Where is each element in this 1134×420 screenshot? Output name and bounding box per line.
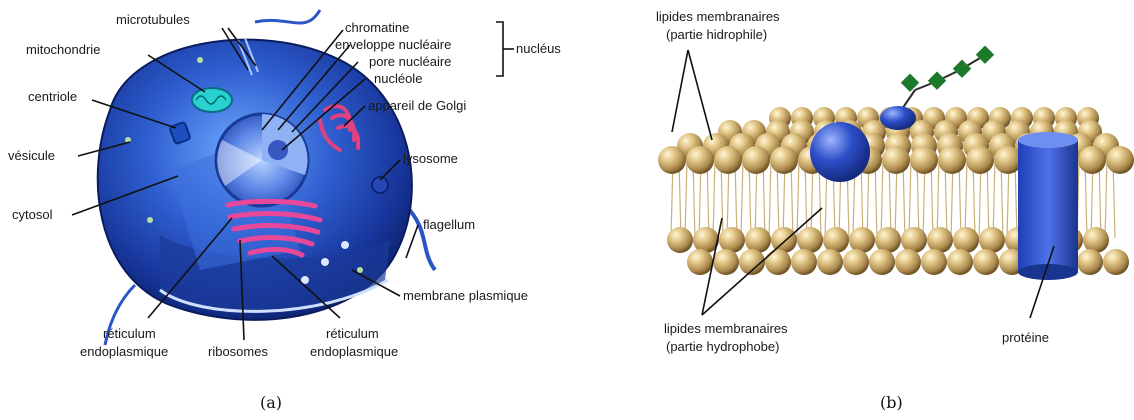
lipid-head [658, 146, 686, 174]
label-flagellum: flagellum [423, 217, 475, 232]
lipid-head [791, 249, 817, 275]
lipid-head [921, 249, 947, 275]
label-nucleus: nucléus [516, 41, 561, 56]
panel-a: microtubules mitochondrie centriole vési… [8, 10, 561, 412]
lipid-head [687, 249, 713, 275]
label-lysosome: lysosome [403, 151, 458, 166]
lipid-head [966, 146, 994, 174]
lipid-head [901, 227, 927, 253]
lipid-tail [993, 160, 995, 238]
lipid-head [895, 249, 921, 275]
label-membrane-plasmique: membrane plasmique [403, 288, 528, 303]
lipid-head [953, 227, 979, 253]
label-golgi: appareil de Golgi [368, 98, 466, 113]
lipid-tail [713, 160, 715, 238]
lipid-head [719, 227, 745, 253]
lipid-head [994, 146, 1022, 174]
lipid-head [686, 146, 714, 174]
lipid-tail [797, 160, 799, 238]
glycoprotein [880, 106, 916, 130]
label-lipides-top-1: lipides membranaires [656, 9, 780, 24]
lipid-head [667, 227, 693, 253]
lipid-tail [937, 160, 939, 238]
lipid-head [745, 227, 771, 253]
lipid-head [1083, 227, 1109, 253]
lipid-head [817, 249, 843, 275]
mitochondrion [192, 88, 232, 112]
lipid-head [869, 249, 895, 275]
label-cytosol: cytosol [12, 207, 53, 222]
nucleus [216, 114, 308, 206]
label-reticulum-1b: endoplasmique [80, 344, 168, 359]
leader-lines-b [672, 50, 1054, 318]
label-ribosomes: ribosomes [208, 344, 268, 359]
label-mitochondrie: mitochondrie [26, 42, 100, 57]
lipid-head [843, 249, 869, 275]
label-reticulum-1a: réticulum [103, 326, 156, 341]
lipid-head [713, 249, 739, 275]
lipid-head [882, 146, 910, 174]
lipid-head [742, 146, 770, 174]
lipid-tail [685, 160, 687, 238]
label-chromatine: chromatine [345, 20, 409, 35]
lipid-head [765, 249, 791, 275]
lipid-head [770, 146, 798, 174]
transmembrane-protein [1018, 132, 1078, 280]
glycan-chain [900, 46, 994, 112]
label-enveloppe: enveloppe nucléaire [335, 37, 451, 52]
label-lipides-bottom-1: lipides membranaires [664, 321, 788, 336]
lipid-head [849, 227, 875, 253]
lipid-tail [741, 160, 743, 238]
lipid-tail [769, 160, 771, 238]
lipid-tail [909, 160, 911, 238]
label-lipides-top-2: (partie hidrophile) [666, 27, 767, 42]
label-reticulum-2a: réticulum [326, 326, 379, 341]
lipid-head [910, 146, 938, 174]
lipid-tail [1105, 160, 1107, 238]
label-centriole: centriole [28, 89, 77, 104]
label-reticulum-2b: endoplasmique [310, 344, 398, 359]
lipid-tail [965, 160, 967, 238]
label-proteine: protéine [1002, 330, 1049, 345]
lipid-head [714, 146, 742, 174]
lipid-head [973, 249, 999, 275]
lipid-head [947, 249, 973, 275]
lipid-head [1106, 146, 1134, 174]
lipid-head [1078, 146, 1106, 174]
lipid-head [927, 227, 953, 253]
lipid-tail [881, 160, 883, 238]
lipid-head [938, 146, 966, 174]
lipid-head [1103, 249, 1129, 275]
lipid-head [823, 227, 849, 253]
label-vesicule: vésicule [8, 148, 55, 163]
label-microtubules: microtubules [116, 12, 190, 27]
lipid-head [875, 227, 901, 253]
label-nucleole: nucléole [374, 71, 422, 86]
lipid-head [797, 227, 823, 253]
lipid-head [979, 227, 1005, 253]
panel-b: lipides membranaires (partie hidrophile)… [656, 9, 1134, 412]
caption-a: (a) [260, 393, 282, 412]
peripheral-protein [810, 122, 870, 182]
lipid-head [1077, 249, 1103, 275]
label-lipides-bottom-2: (partie hydrophobe) [666, 339, 779, 354]
caption-b: (b) [880, 393, 903, 412]
label-pore: pore nucléaire [369, 54, 451, 69]
